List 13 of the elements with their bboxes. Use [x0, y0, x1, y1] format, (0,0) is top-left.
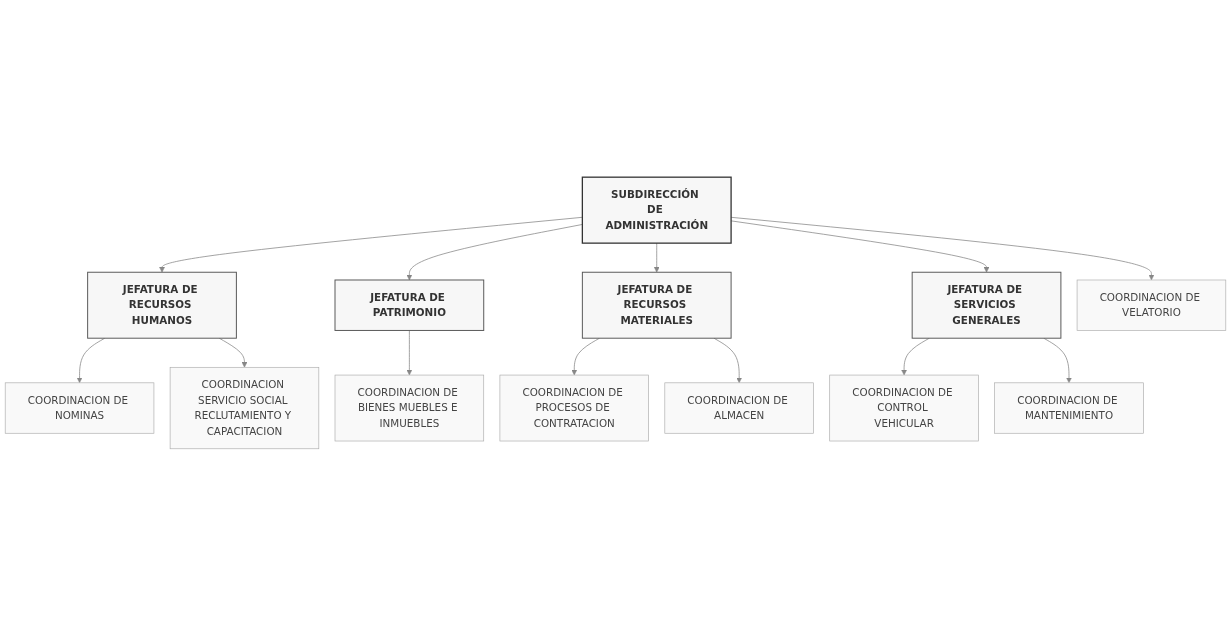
node-box: COORDINACION DE NOMINAS: [4, 382, 155, 434]
node-box: JEFATURA DE RECURSOS MATERIALES: [581, 271, 732, 339]
node-box: COORDINACION SERVICIO SOCIAL RECLUTAMIENTO Y CAPACITACION: [169, 366, 320, 449]
node-box: SUBDIRECCIÓN DE ADMINISTRACIÓN: [581, 176, 732, 244]
node-box: COORDINACION DE MANTENIMIENTO: [994, 382, 1144, 434]
node-box: COORDINACION DE VELATORIO: [1076, 279, 1227, 331]
node-box: COORDINACION DE ALMACEN: [664, 382, 814, 434]
node-box: JEFATURA DE PATRIMONIO: [334, 279, 485, 331]
node-box: COORDINACION DE BIENES MUEBLES E INMUEBLES: [334, 374, 485, 441]
node-box: JEFATURA DE SERVICIOS GENERALES: [911, 271, 1062, 339]
node-box: COORDINACION DE PROCESOS DE CONTRATACION: [499, 374, 649, 441]
node-box: JEFATURA DE RECURSOS HUMANOS: [87, 271, 237, 339]
node-box: COORDINACION DE CONTROL VEHICULAR: [829, 374, 979, 441]
